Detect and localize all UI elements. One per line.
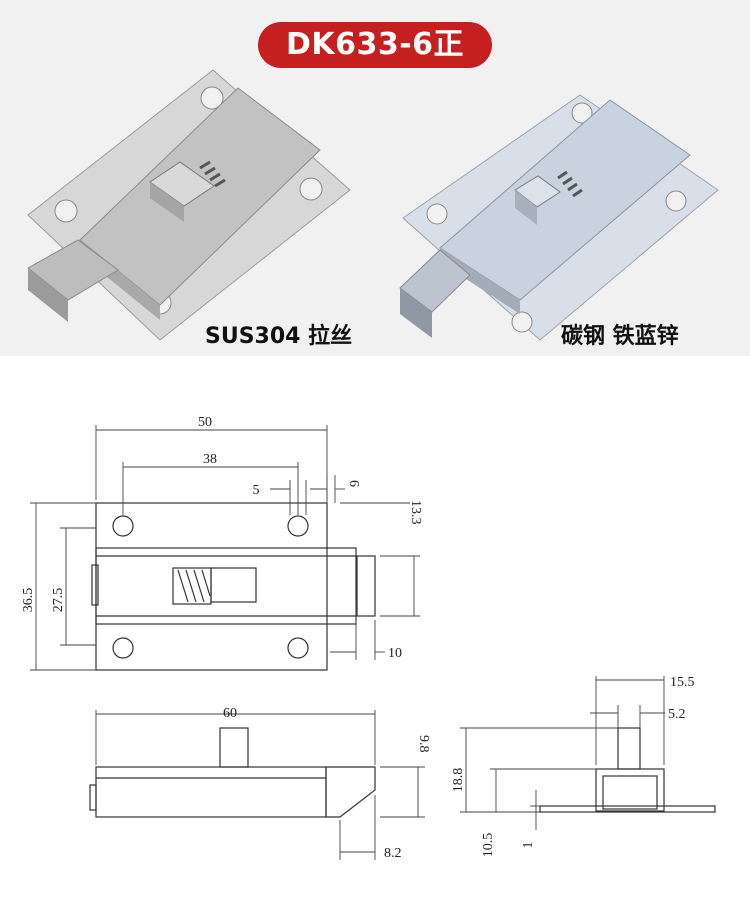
dim-edge-offset-label: 6 <box>346 480 361 487</box>
dim-length-label: 60 <box>223 706 237 721</box>
dim-height-label: 36.5 <box>21 588 36 613</box>
dim-end-height-label: 18.8 <box>451 768 466 793</box>
dim-body-height-label: 10.5 <box>481 833 496 858</box>
variant-caption-stainless: SUS304 拉丝 <box>205 324 353 349</box>
side-view-drawing <box>89 727 376 818</box>
variant-caption-zinc: 碳钢 铁蓝锌 <box>561 324 679 349</box>
dim-knob-width-label: 5.2 <box>668 707 686 722</box>
latch-photo-stainless <box>27 69 351 341</box>
end-view-drawing <box>539 727 716 813</box>
dim-bolt-height-label: 13.3 <box>408 500 423 525</box>
dim-knob-height-label: 9.8 <box>416 735 431 753</box>
dim-bolt-extension-label: 10 <box>388 646 402 661</box>
dim-hole-dia-label: 5 <box>253 483 260 498</box>
dim-inner-height-label: 27.5 <box>51 588 66 613</box>
end-view-dimensions <box>460 676 665 830</box>
dim-end-width-label: 15.5 <box>670 675 695 690</box>
dim-hole-spacing-label: 38 <box>203 452 217 467</box>
dim-tip-length-label: 8.2 <box>384 846 402 861</box>
top-view-drawing <box>91 502 376 671</box>
latch-photo-zinc <box>399 94 719 341</box>
side-view-dimensions <box>95 710 425 860</box>
dim-plate-thickness-label: 1 <box>521 842 536 849</box>
top-view-dimensions <box>30 425 420 671</box>
model-badge: DK633-6正 <box>258 22 492 68</box>
dim-width-label: 50 <box>198 415 212 430</box>
